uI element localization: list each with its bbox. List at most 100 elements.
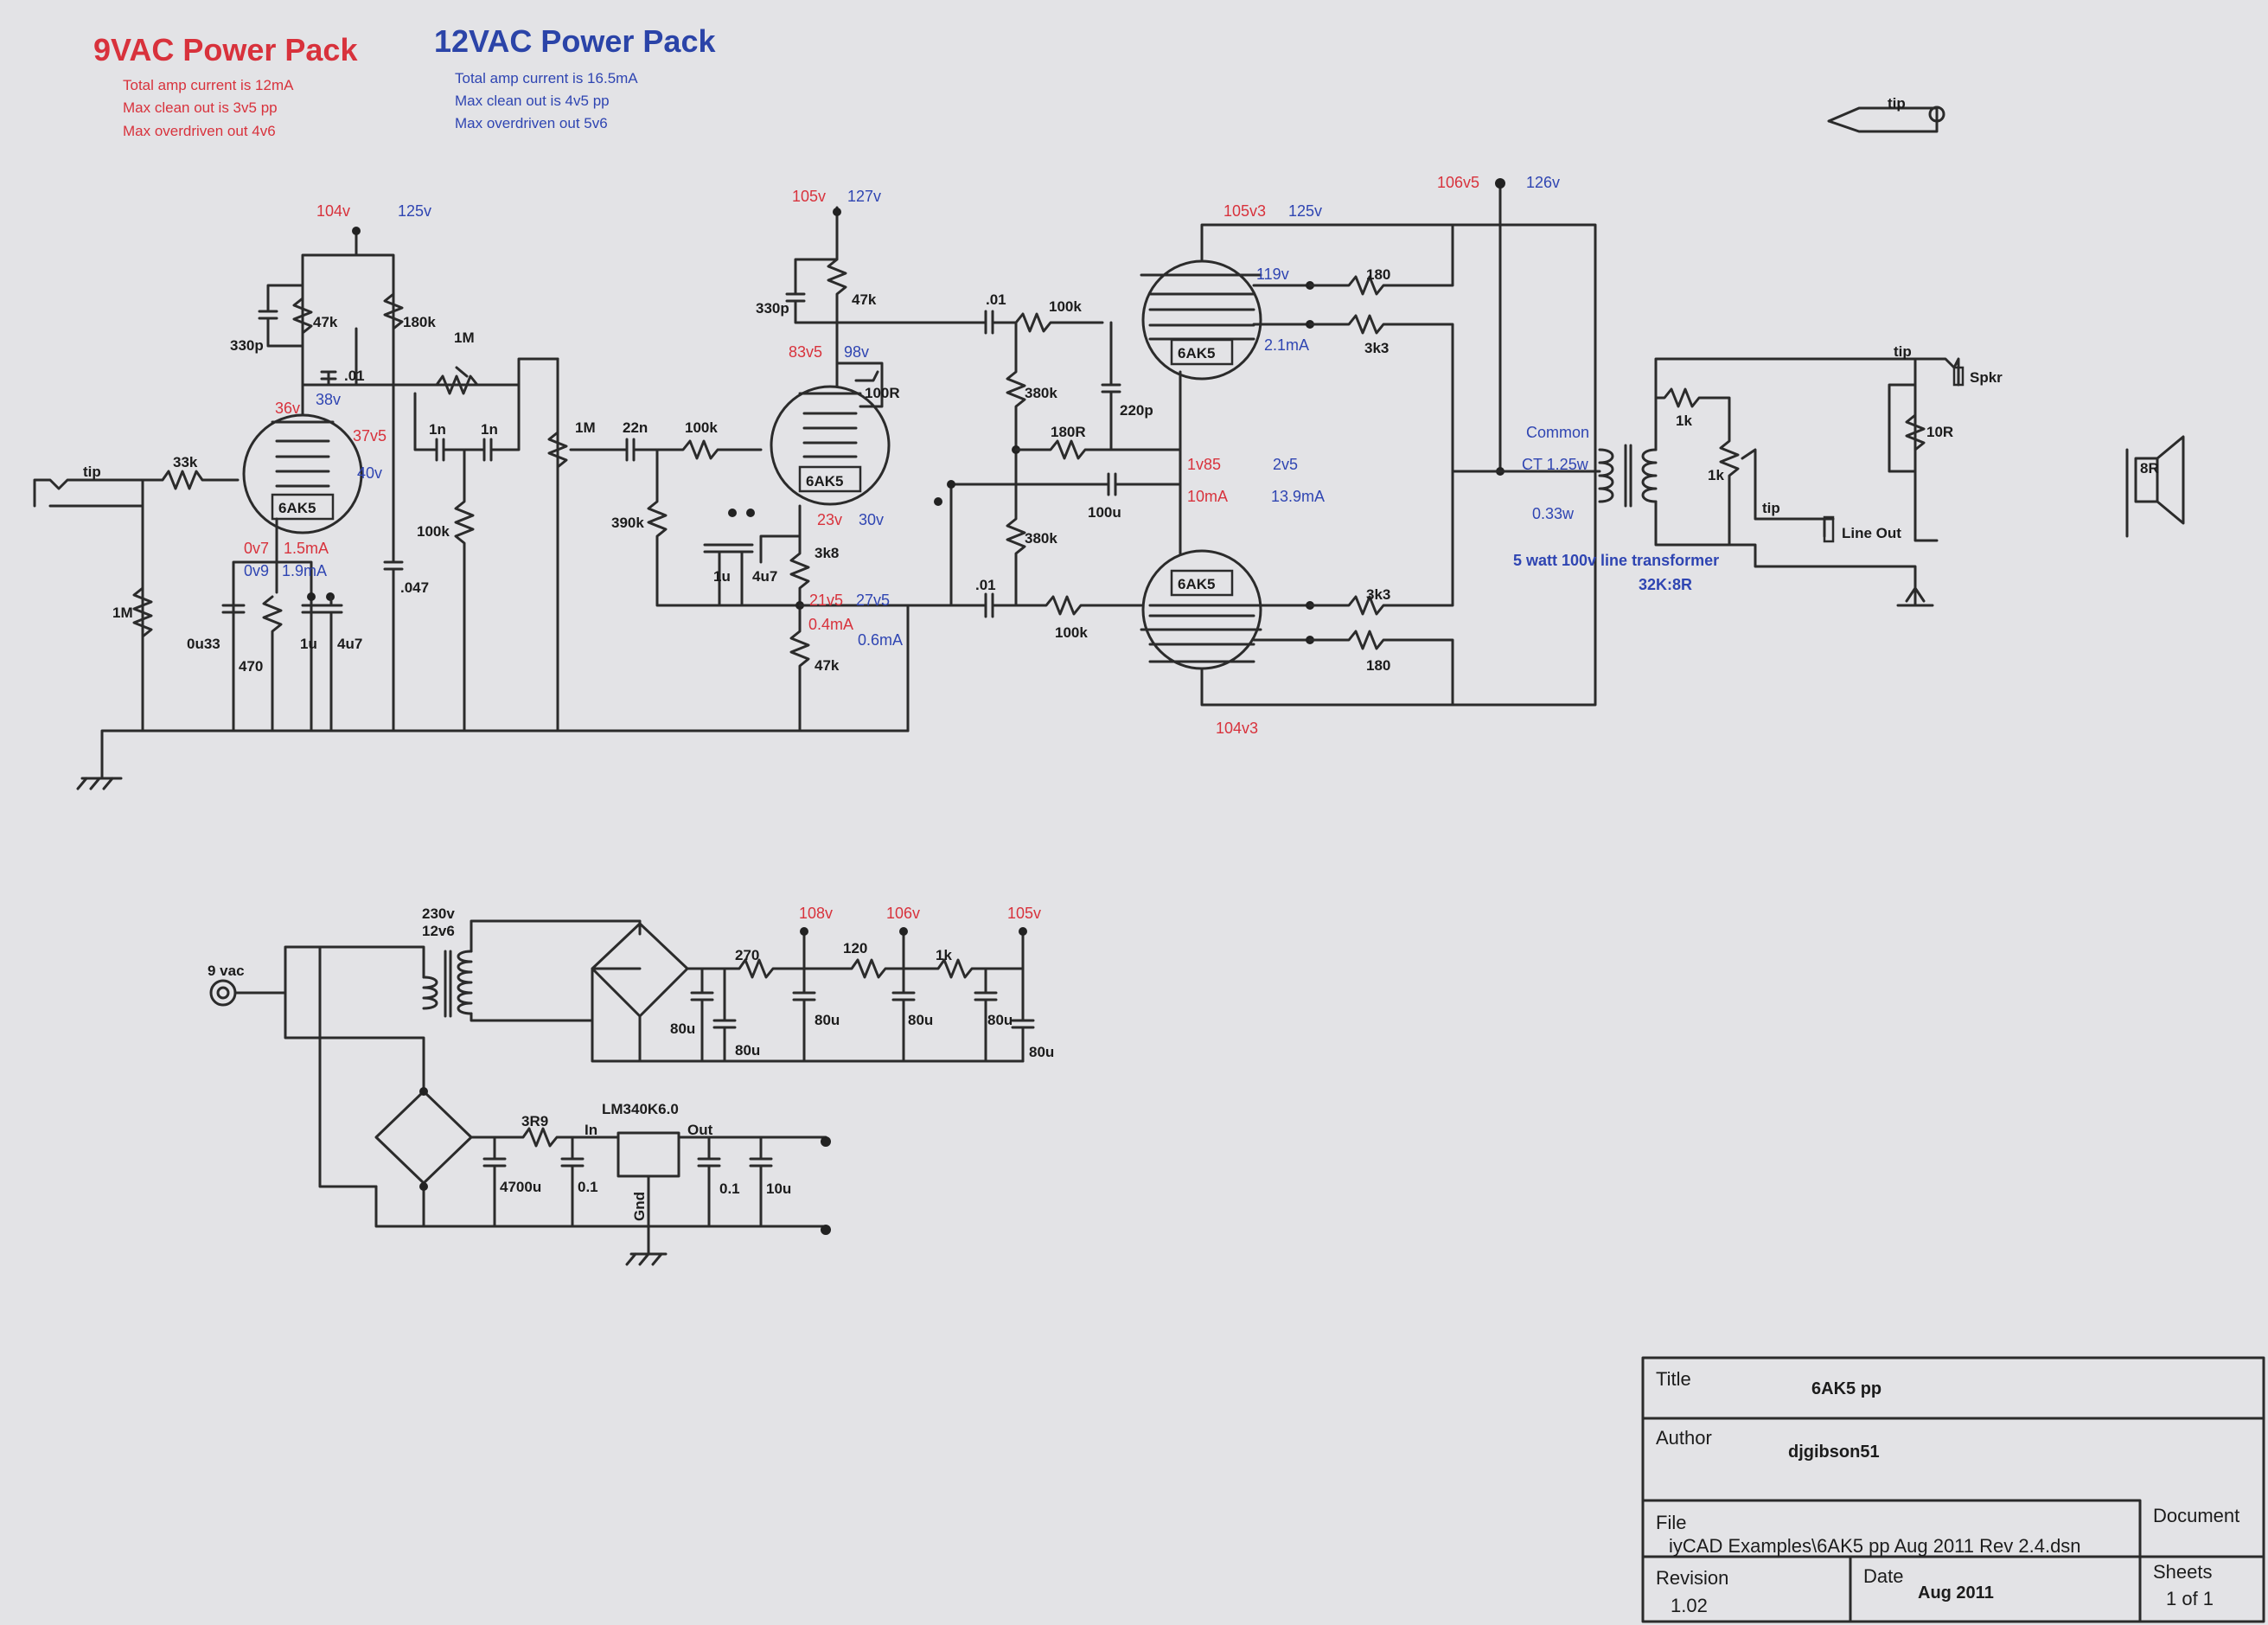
file-key: File (1656, 1512, 1686, 1533)
r180-b-label: 180 (1366, 657, 1390, 674)
sheets-key: Sheets (2153, 1561, 2213, 1583)
date-value: Aug 2011 (1918, 1583, 1994, 1603)
pack12-note-2: Max clean out is 4v5 pp (455, 93, 610, 109)
r33k-label: 33k (173, 454, 198, 470)
v0v9-label: 0v9 (244, 562, 269, 579)
sheets-value: 1 of 1 (2166, 1588, 2214, 1609)
c100u-label: 100u (1088, 504, 1121, 521)
v37v5-label: 37v5 (353, 427, 387, 445)
psu-r270-label: 270 (735, 947, 759, 963)
psu-c80u-4-label: 80u (908, 1012, 933, 1028)
r10r-label: 10R (1926, 424, 1953, 440)
pack12-note-1: Total amp current is 16.5mA (455, 70, 638, 86)
psu-c10u-label: 10u (766, 1180, 791, 1197)
revision-key: Revision (1656, 1567, 1728, 1589)
psu-c01-a-label: 0.1 (578, 1179, 598, 1195)
common-label: Common (1526, 424, 1589, 441)
author-value: djgibson51 (1788, 1443, 1880, 1462)
r100k-b-label: 100k (685, 419, 718, 436)
c330p-b-label: 330p (756, 300, 789, 317)
pack12-note-3: Max overdriven out 5v6 (455, 115, 608, 131)
v23-label: 23v (817, 511, 842, 528)
v36-label: 36v (275, 400, 300, 417)
c01-c-label: .01 (975, 577, 996, 593)
r390k-label: 390k (611, 515, 644, 531)
r100k-c-label: 100k (1049, 298, 1082, 315)
speaker-label: 8R (2140, 460, 2159, 477)
c1n-a-label: 1n (429, 421, 446, 438)
author-key: Author (1656, 1427, 1712, 1449)
v1v85-label: 1v85 (1187, 456, 1221, 473)
c0u33-label: 0u33 (187, 636, 220, 652)
c220p-label: 220p (1120, 402, 1153, 419)
voltage-annotations: 104v 125v 105v 127v 105v3 125v 106v5 126… (244, 174, 1560, 737)
psu-c80u-5-label: 80u (987, 1012, 1013, 1028)
v21v5-label: 21v5 (809, 592, 843, 609)
r1k-a-label: 1k (1676, 413, 1692, 429)
tube-label-4: 6AK5 (1178, 576, 1215, 592)
c1n-b-label: 1n (481, 421, 498, 438)
r47k-a-label: 47k (313, 314, 338, 330)
r380k-a-label: 380k (1025, 385, 1057, 401)
v104v3-label: 104v3 (1216, 720, 1258, 737)
tube-v2 (770, 385, 891, 506)
psu-c80u-2-label: 80u (735, 1042, 760, 1059)
i10-label: 10mA (1187, 488, 1228, 505)
tube-v4 (1141, 549, 1262, 670)
c01-a-label: .01 (344, 368, 365, 384)
v98-label: 98v (844, 343, 869, 361)
psu-reg-in-label: In (585, 1122, 597, 1138)
c330p-a-label: 330p (230, 337, 264, 354)
i06-label: 0.6mA (858, 631, 903, 649)
pot1m-a-label: 1M (454, 329, 475, 346)
title-key: Title (1656, 1368, 1691, 1390)
psu-c4700u-label: 4700u (500, 1179, 541, 1195)
r47k-b-label: 47k (852, 291, 877, 308)
pack9-note-2: Max clean out is 3v5 pp (123, 99, 278, 116)
v40-label: 40v (357, 464, 382, 482)
r3k3-a-label: 3k3 (1364, 340, 1389, 356)
power-supply (209, 919, 1035, 1266)
psu-reg-gnd-label: Gnd (631, 1192, 648, 1221)
i1v5-label: 1.5mA (284, 540, 329, 557)
spkr-tip-label: tip (1894, 343, 1912, 360)
top-jack: tip (1827, 95, 1945, 133)
r100k-a-label: 100k (417, 523, 450, 540)
r47k-c-label: 47k (815, 657, 840, 674)
psu-xfmr-b-label: 12v6 (422, 923, 455, 939)
v27v5-label: 27v5 (856, 592, 890, 609)
r380k-b-label: 380k (1025, 530, 1057, 547)
top-jack-tip-label: tip (1888, 95, 1906, 112)
v104-label: 104v (316, 202, 350, 220)
pack12-title: 12VAC Power Pack (434, 23, 716, 59)
psu-reg-label: LM340K6.0 (602, 1101, 679, 1117)
c01-b-label: .01 (986, 291, 1006, 308)
r180k-label: 180k (403, 314, 436, 330)
v125-a-label: 125v (398, 202, 431, 220)
psu-c01-b-label: 0.1 (719, 1180, 740, 1197)
i04-label: 0.4mA (808, 616, 853, 633)
ct-label: CT 1.25w (1522, 456, 1589, 473)
pot1k-label: 1k (1708, 467, 1724, 483)
pack9-note-3: Max overdriven out 4v6 (123, 123, 276, 139)
c1u-b-label: 1u (713, 568, 731, 585)
lineout-label: Line Out (1842, 525, 1901, 541)
tube-labels: 6AK5 6AK5 6AK5 6AK5 (278, 345, 1215, 592)
psu-reg-out-label: Out (687, 1122, 713, 1138)
file-value: iyCAD Examples\6AK5 pp Aug 2011 Rev 2.4.… (1669, 1535, 2081, 1557)
tube-label-1: 6AK5 (278, 500, 316, 516)
tube-v3 (1141, 259, 1262, 381)
v105-label: 105v (792, 188, 826, 205)
component-labels: tip 33k 1M 0u33 470 1u 4u7 330p 47k 180k… (83, 266, 2159, 675)
i1v9-label: 1.9mA (282, 562, 327, 579)
document-key: Document (2153, 1505, 2239, 1526)
v0v7-label: 0v7 (244, 540, 269, 557)
tube-label-3: 6AK5 (1178, 345, 1215, 361)
r100r-label: 100R (865, 385, 900, 401)
i21-label: 2.1mA (1264, 336, 1309, 354)
r3k3-b-label: 3k3 (1366, 586, 1390, 603)
c1u-a-label: 1u (300, 636, 317, 652)
r3k8-label: 3k8 (815, 545, 839, 561)
v38-label: 38v (316, 391, 341, 408)
